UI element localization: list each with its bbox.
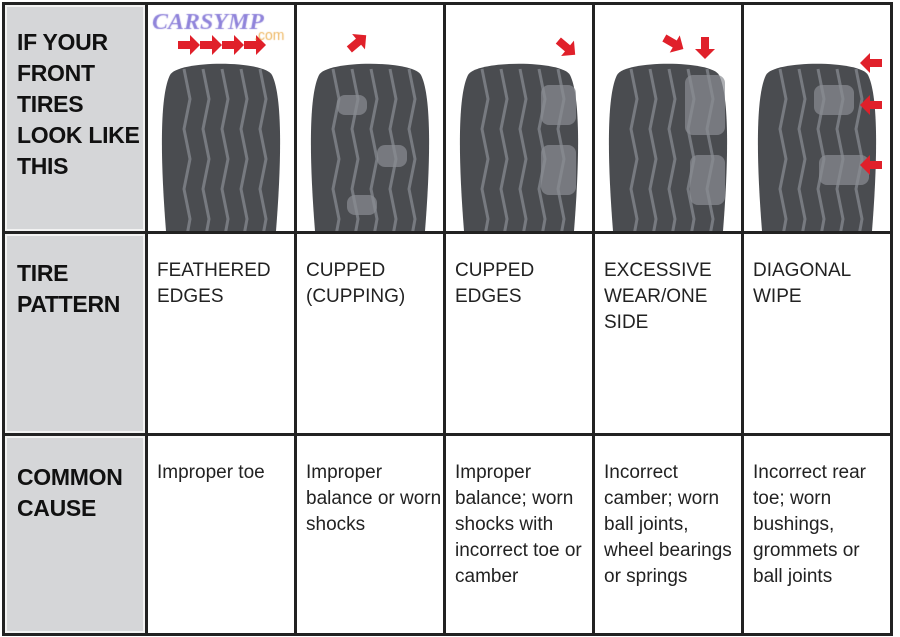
tread-groove (499, 68, 509, 231)
pattern-text: DIAGONAL WIPE (753, 260, 851, 307)
header-pattern-text: TIRE PATTERN (17, 260, 121, 317)
tread-groove (778, 68, 788, 231)
header-cause: COMMON CAUSE (2, 433, 148, 636)
tread-groove (239, 68, 249, 231)
tread-groove (629, 68, 639, 231)
tread-groove (480, 68, 490, 231)
tread-groove (220, 68, 230, 231)
tire-image-cell (592, 2, 744, 234)
header-cause-text: COMMON CAUSE (17, 464, 123, 521)
tire-image-cell (741, 2, 893, 234)
header-look: IF YOUR FRONT TIRES LOOK LIKE THIS (2, 2, 148, 234)
wear-patch (377, 145, 407, 167)
wear-patch (337, 95, 367, 115)
header-pattern: TIRE PATTERN (2, 231, 148, 436)
tire-image-cell (294, 2, 446, 234)
wear-patch (690, 155, 725, 205)
tire-shape (161, 63, 281, 231)
cause-text: Incorrect camber; worn ball joints, whee… (604, 462, 732, 587)
pattern-text: CUPPED (CUPPING) (306, 260, 406, 307)
tire-one-side-wear-icon (608, 34, 728, 231)
tire-diagonal-wipe-icon (757, 53, 882, 231)
red-arrow-icon (346, 34, 367, 53)
red-arrow-icon (200, 35, 222, 55)
tread-groove (258, 68, 268, 231)
cause-text: Improper balance or worn shocks (306, 462, 442, 535)
tire-image-cell (443, 2, 595, 234)
wear-patch (541, 85, 576, 125)
red-arrow-icon (244, 35, 266, 55)
red-arrow-icon (860, 95, 882, 115)
tread-groove (201, 68, 211, 231)
wear-patch (814, 85, 854, 115)
header-look-text: IF YOUR FRONT TIRES LOOK LIKE THIS (17, 29, 140, 179)
wear-patch (819, 155, 869, 185)
pattern-text: CUPPED EDGES (455, 260, 535, 307)
cause-text: Incorrect rear toe; worn bushings, gromm… (753, 462, 866, 587)
red-arrow-icon (178, 35, 200, 55)
wear-patch (685, 75, 725, 135)
tread-groove (667, 68, 677, 231)
red-arrow-icon (555, 37, 576, 56)
tread-groove (518, 68, 528, 231)
wear-patch (347, 195, 377, 215)
red-arrow-icon (662, 34, 684, 53)
tire-cupped-edges-icon (459, 37, 579, 231)
tread-groove (648, 68, 658, 231)
tread-groove (182, 68, 192, 231)
pattern-text: EXCESSIVE WEAR/ONE SIDE (604, 260, 712, 333)
tire-cupped-icon (310, 34, 430, 231)
cause-text: Improper balance; worn shocks with incor… (455, 462, 582, 587)
red-arrow-icon (695, 37, 715, 59)
cause-text: Improper toe (157, 462, 265, 483)
wear-patch (541, 145, 576, 195)
tire-image-cell (145, 2, 297, 234)
pattern-text: FEATHERED EDGES (157, 260, 271, 307)
tread-groove (797, 68, 807, 231)
tread-groove (407, 68, 417, 231)
red-arrow-icon (860, 155, 882, 175)
red-arrow-icon (860, 53, 882, 73)
tire-feathered-edges-icon (161, 35, 281, 231)
red-arrow-icon (222, 35, 244, 55)
